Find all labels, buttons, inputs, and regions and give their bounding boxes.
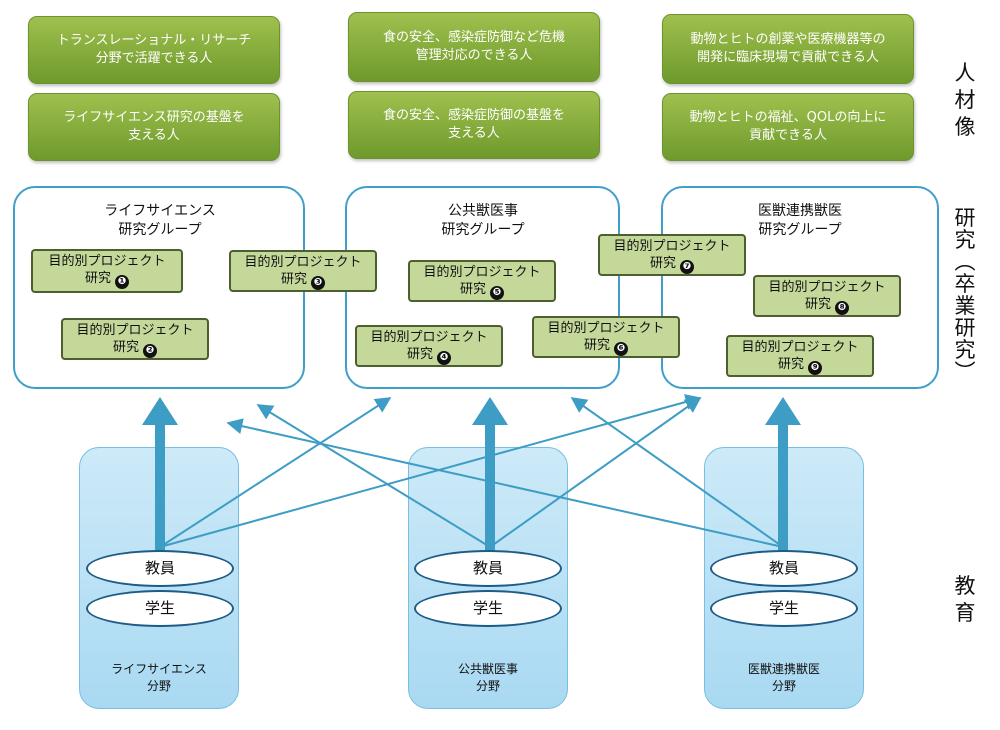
project-label: 目的別プロジェクト [547, 321, 665, 336]
project-7: 目的別プロジェクト 研究 ❼ [598, 234, 746, 276]
project-9: 目的別プロジェクト 研究 ❾ [726, 335, 874, 377]
project-number: ❻ [614, 342, 628, 356]
student-ellipse-public: 学生 [414, 590, 562, 627]
project-label: 研究 [804, 297, 831, 312]
side-label-research: 研 究 ︵ 卒 業 研 究 ︶ [954, 206, 976, 384]
project-label: 目的別プロジェクト [370, 330, 488, 345]
project-1: 目的別プロジェクト 研究 ❶ [31, 249, 183, 293]
project-3: 目的別プロジェクト 研究 ❸ [229, 250, 377, 292]
project-label: 研究 [649, 256, 676, 271]
project-number: ❶ [115, 275, 129, 289]
column-label-life: ライフサイエンス 分野 [111, 662, 207, 693]
faculty-ellipse-public: 教員 [414, 550, 562, 587]
group-title-life: ライフサイエンス 研究グループ [104, 203, 216, 238]
student-ellipse-life: 学生 [86, 590, 234, 627]
project-label: 目的別プロジェクト [741, 340, 859, 355]
project-label: 研究 [84, 271, 111, 286]
project-number: ❽ [835, 301, 849, 315]
project-label: 研究 [583, 338, 610, 353]
group-title-medical: 医獣連携獣医 研究グループ [758, 203, 842, 238]
faculty-ellipse-medical: 教員 [710, 550, 858, 587]
jinzai-box-5: 動物とヒトの創薬や医療機器等の 開発に臨床現場で貢献できる人 [662, 14, 914, 84]
faculty-ellipse-life: 教員 [86, 550, 234, 587]
student-ellipse-medical: 学生 [710, 590, 858, 627]
project-label: 目的別プロジェクト [244, 255, 362, 270]
cross-arrow [489, 397, 702, 548]
side-label-jinzai: 人 材 像 [954, 61, 976, 139]
cross-arrow [159, 394, 702, 548]
project-8: 目的別プロジェクト 研究 ❽ [753, 275, 901, 317]
project-number: ❾ [808, 361, 822, 375]
jinzai-box-1: トランスレーショナル・リサーチ 分野で活躍できる人 [28, 16, 280, 84]
project-number: ❷ [143, 344, 157, 358]
jinzai-box-6: 動物とヒトの福祉、QOLの向上に 貢献できる人 [662, 93, 914, 161]
project-4: 目的別プロジェクト 研究 ❹ [355, 325, 503, 367]
project-label: 目的別プロジェクト [48, 254, 166, 269]
side-label-education: 教 育 [954, 574, 976, 625]
project-label: 目的別プロジェクト [613, 239, 731, 254]
cross-arrow [159, 397, 392, 548]
column-label-public: 公共獣医事 分野 [457, 662, 518, 693]
project-2: 目的別プロジェクト 研究 ❷ [61, 318, 209, 360]
project-6: 目的別プロジェクト 研究 ❻ [532, 316, 680, 358]
project-number: ❸ [311, 276, 325, 290]
project-label: 研究 [406, 347, 433, 362]
group-title-public: 公共獣医事 研究グループ [441, 203, 525, 238]
main-arrow-medical [765, 397, 801, 552]
column-label-medical: 医獣連携獣医 分野 [747, 662, 820, 693]
project-number: ❺ [490, 286, 504, 300]
jinzai-box-4: 食の安全、感染症防御の基盤を 支える人 [348, 91, 600, 159]
project-number: ❹ [437, 351, 451, 365]
main-arrow-life [142, 397, 178, 552]
project-label: 研究 [459, 282, 486, 297]
project-number: ❼ [680, 260, 694, 274]
project-label: 目的別プロジェクト [423, 265, 541, 280]
main-arrow-public [472, 397, 508, 552]
jinzai-box-2: ライフサイエンス研究の基盤を 支える人 [28, 93, 280, 161]
cross-arrow [570, 397, 784, 548]
cross-arrow [226, 418, 784, 548]
cross-arrow [256, 404, 491, 548]
project-label: 目的別プロジェクト [768, 280, 886, 295]
project-label: 研究 [280, 272, 307, 287]
project-label: 研究 [112, 340, 139, 355]
jinzai-box-3: 食の安全、感染症防御など危機 管理対応のできる人 [348, 12, 600, 82]
project-5: 目的別プロジェクト 研究 ❺ [408, 260, 556, 302]
project-label: 目的別プロジェクト [76, 323, 194, 338]
project-label: 研究 [777, 357, 804, 372]
